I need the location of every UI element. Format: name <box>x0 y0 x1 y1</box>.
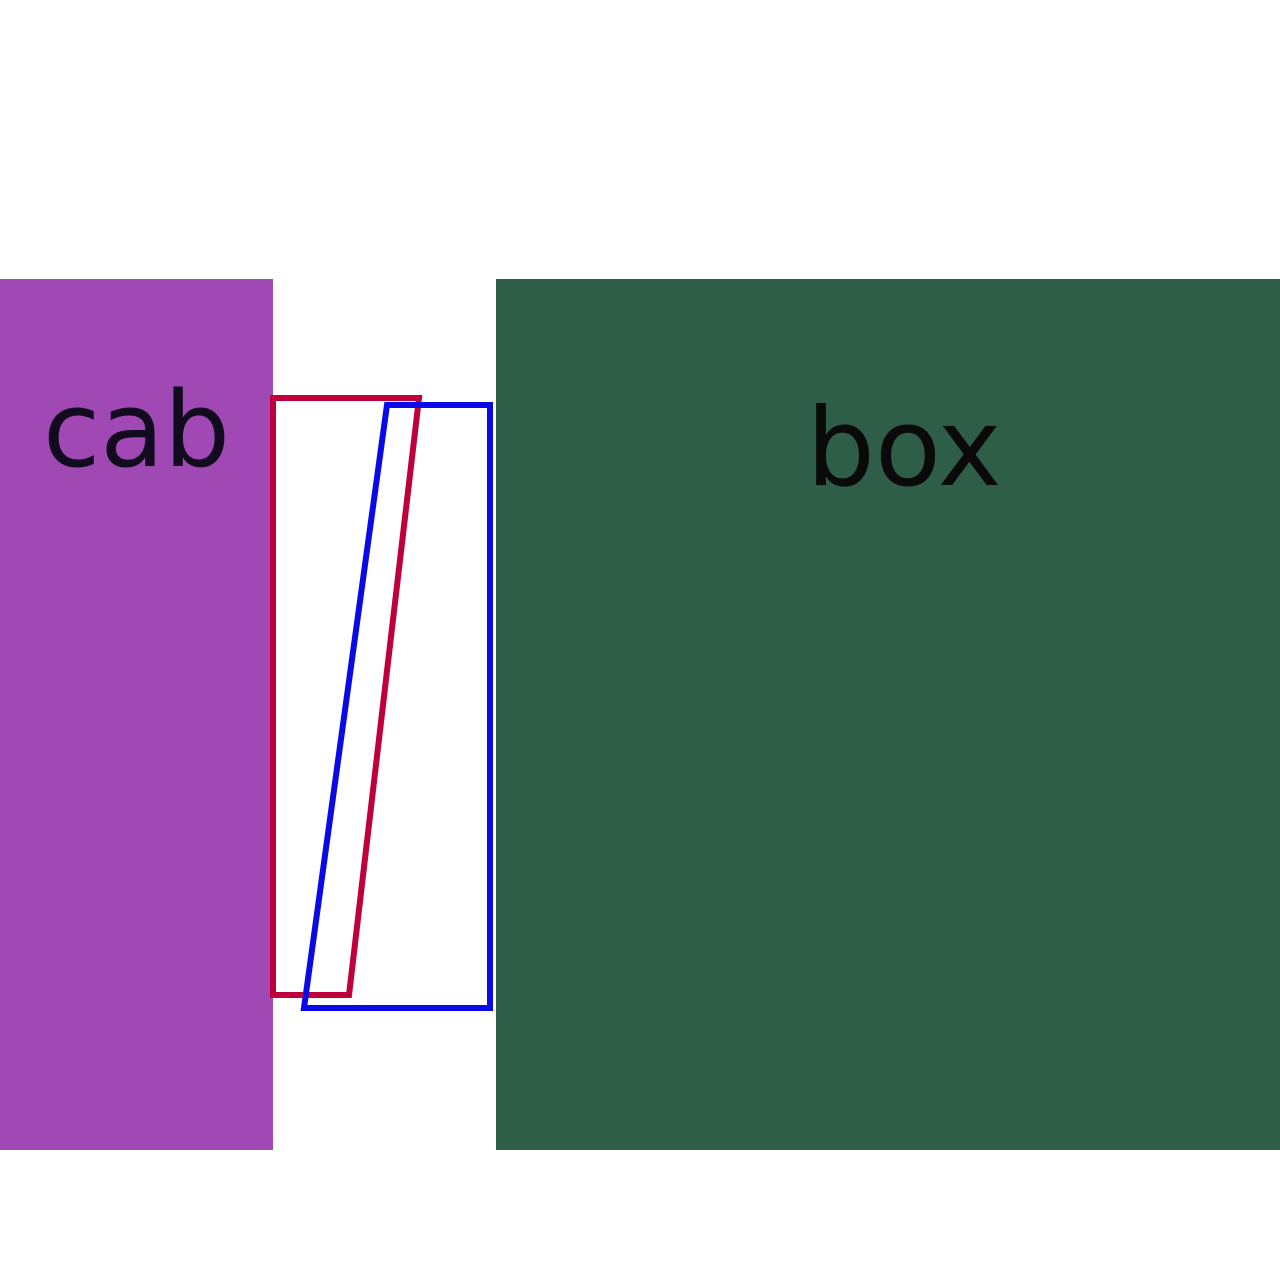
red-outline-shape <box>270 395 423 998</box>
box-label: box <box>806 386 1002 511</box>
box-block: box <box>496 279 1280 1150</box>
cab-label: cab <box>43 369 230 491</box>
cab-block: cab <box>0 279 273 1150</box>
blue-outline-shape <box>300 402 493 1011</box>
